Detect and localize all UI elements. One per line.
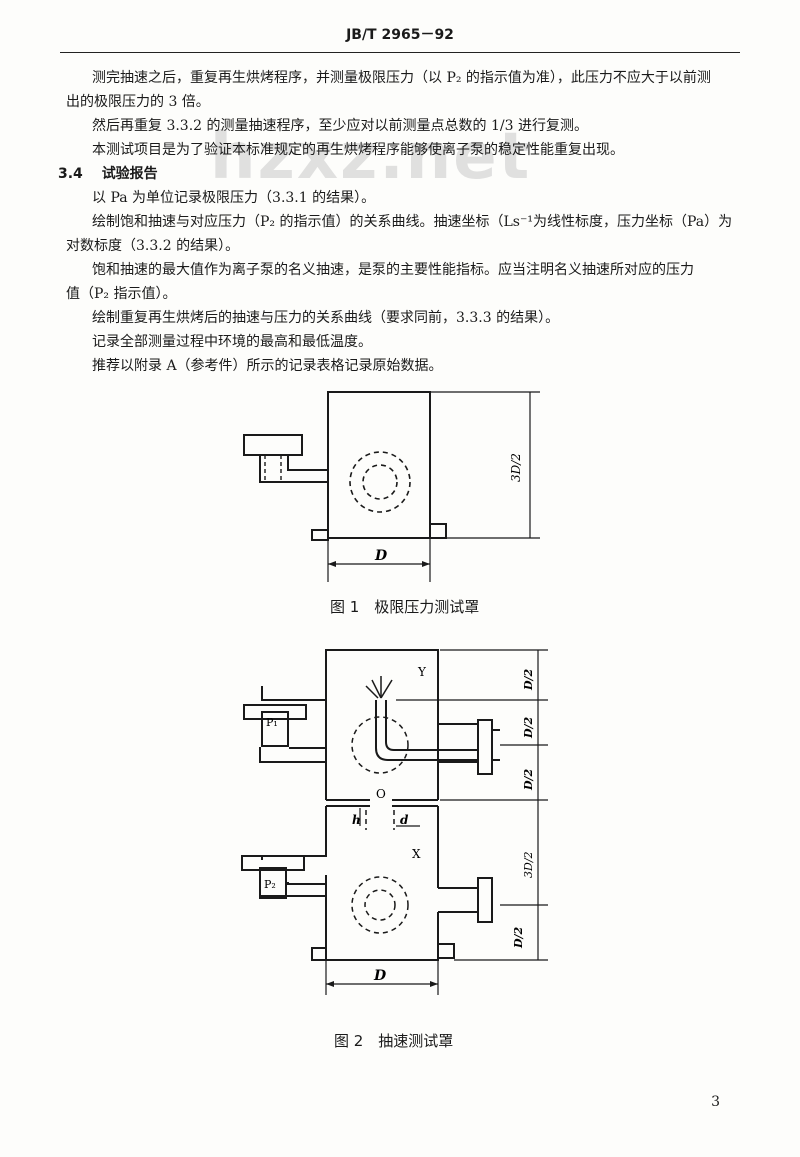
fig2-dim-3d2: 3D/2 [522, 851, 535, 878]
figure-2-diagram: Y X O P₁ P₂ h d D D/2 D/2 D/2 3D/2 D/2 [241, 649, 548, 995]
fig2-label-d: d [400, 813, 409, 827]
fig2-label-X: X [412, 847, 421, 861]
paragraph-1-line-1: 测完抽速之后，重复再生烘烤程序，并测量极限压力（以 P₂ 的指示值为准），此压力… [92, 70, 711, 86]
fig2-dim-mid: D/2 [522, 716, 535, 739]
fig2-lower-chamber [261, 806, 327, 860]
fig1-pump-port-outer [349, 451, 411, 513]
fig1-left-foot [311, 529, 329, 541]
fig1-side-pipe [287, 455, 328, 471]
fig2-inlet-pipe [375, 700, 478, 761]
fig2-p1-flange [243, 704, 307, 720]
fig1-label-D: D [374, 548, 388, 564]
paragraph-1-line-2: 出的极限压力的 3 倍。 [66, 94, 210, 110]
fig2-lower-right-flange [477, 877, 493, 923]
fig2-p1-gauge [261, 711, 289, 747]
fig1-right-foot [429, 523, 447, 539]
fig2-label-Y: Y [417, 665, 427, 679]
page-number: 3 [711, 1094, 720, 1110]
standard-number: JB/T 2965－92 [346, 27, 454, 43]
paragraph-6-line-1: 饱和抽速的最大值作为离子泵的名义抽速，是泵的主要性能指标。应当注明名义抽速所对应… [92, 262, 694, 278]
fig2-p2-flange [241, 855, 305, 871]
fig2-p2-gauge [259, 867, 287, 899]
section-number: 3.4 [58, 166, 83, 182]
figure-2-caption: 图 2 抽速测试罩 [334, 1032, 454, 1050]
fig1-pump-port-inner [362, 464, 398, 500]
fig2-dim-top: D/2 [522, 668, 535, 691]
paragraph-5-line-2: 对数标度（3.3.2 的结果）。 [66, 238, 240, 254]
fig2-label-P2: P₂ [264, 878, 276, 891]
watermark: hzxz.net [210, 120, 532, 194]
paragraph-2: 然后再重复 3.3.2 的测量抽速程序，至少应对以前测量点总数的 1/3 进行复… [92, 118, 588, 134]
fig2-dim-bottom: D/2 [512, 926, 525, 949]
fig1-chamber-body [327, 391, 431, 539]
paragraph-4: 以 Pa 为单位记录极限压力（3.3.1 的结果）。 [92, 190, 376, 206]
figure-1-caption: 图 1 极限压力测试罩 [330, 598, 480, 616]
fig2-right-foot [437, 943, 455, 959]
paragraph-5-line-1: 绘制饱和抽速与对应压力（P₂ 的指示值）的关系曲线。抽速坐标（Ls⁻¹为线性标度… [92, 214, 733, 230]
fig2-label-D: D [373, 968, 387, 984]
fig2-label-h: h [352, 813, 361, 827]
section-heading: 3.4 试验报告 [58, 162, 158, 186]
fig1-gauge-flange [243, 434, 303, 456]
section-title: 试验报告 [101, 166, 158, 182]
paragraph-9: 推荐以附录 A（参考件）所示的记录表格记录原始数据。 [92, 358, 443, 374]
paragraph-8: 记录全部测量过程中环境的最高和最低温度。 [92, 334, 372, 350]
fig2-upper-right-flange [477, 719, 493, 775]
paragraph-7: 绘制重复再生烘烤后的抽速与压力的关系曲线（要求同前，3.3.3 的结果）。 [92, 310, 560, 326]
paragraph-3: 本测试项目是为了验证本标准规定的再生烘烤程序能够使离子泵的稳定性能重复出现。 [92, 142, 624, 158]
paragraph-6-line-2: 值（P₂ 指示值）。 [66, 286, 177, 302]
fig2-lower-port-outer [351, 876, 409, 934]
fig2-left-foot [311, 947, 327, 961]
page-header: JB/T 2965－92 [60, 22, 740, 53]
figure-1-diagram: D 3D/2 [243, 391, 540, 582]
fig2-upper-port [351, 716, 409, 774]
fig2-label-P1: P₁ [266, 716, 278, 729]
fig2-lower-port-inner [364, 889, 396, 921]
fig2-label-O: O [376, 787, 386, 801]
fig2-dim-lower: D/2 [522, 768, 535, 791]
fig1-label-height: 3D/2 [509, 453, 523, 482]
